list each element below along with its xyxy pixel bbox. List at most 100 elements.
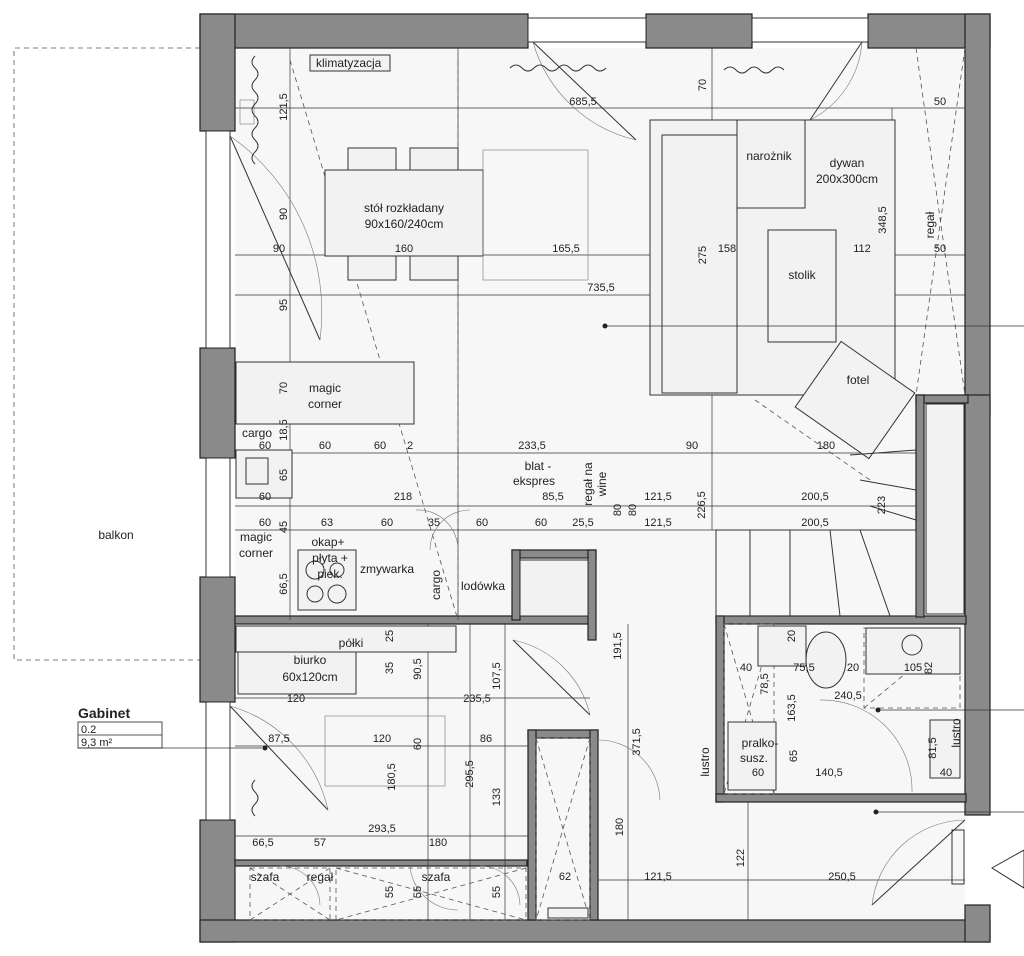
dim: 121,5 bbox=[644, 517, 672, 529]
dim: 20 bbox=[847, 662, 859, 674]
dim: 90 bbox=[686, 440, 698, 452]
room-tag-number: 0.2 bbox=[81, 724, 96, 736]
dim: 60 bbox=[412, 738, 424, 750]
dim: 55 bbox=[412, 886, 424, 898]
dim: 75,5 bbox=[793, 662, 814, 674]
staircase bbox=[715, 399, 917, 617]
label-szafa-mid: szafa bbox=[422, 870, 451, 884]
dim: 191,5 bbox=[612, 632, 624, 660]
dim: 348,5 bbox=[877, 206, 889, 234]
dim: 371,5 bbox=[631, 728, 643, 756]
dim: 60 bbox=[476, 517, 488, 529]
leader-dot-hall bbox=[873, 809, 879, 815]
dim: 120 bbox=[373, 733, 391, 745]
dim: 2 bbox=[407, 440, 413, 452]
label-dywan-1: dywan bbox=[830, 156, 865, 170]
dim: 90,5 bbox=[412, 658, 424, 679]
dim: 57 bbox=[314, 837, 326, 849]
dim: 70 bbox=[278, 382, 290, 394]
dim: 112 bbox=[853, 243, 871, 255]
label-regal-bottom: regał bbox=[307, 870, 334, 884]
dim: 35 bbox=[428, 517, 440, 529]
dim: 81,5 bbox=[927, 737, 939, 758]
dim: 80 bbox=[627, 504, 639, 516]
interior-walls bbox=[234, 394, 969, 921]
dim: 140,5 bbox=[815, 767, 843, 779]
dim: 233,5 bbox=[518, 440, 546, 452]
dim: 60 bbox=[259, 440, 271, 452]
dim: 180,5 bbox=[386, 763, 398, 791]
dim: 235,5 bbox=[463, 693, 491, 705]
dim: 60 bbox=[535, 517, 547, 529]
dim: 121,5 bbox=[644, 491, 672, 503]
dim: 165,5 bbox=[552, 243, 580, 255]
dim: 226,5 bbox=[696, 491, 708, 519]
label-biurko-1: biurko bbox=[294, 653, 327, 667]
dim: 20 bbox=[786, 630, 798, 642]
dim: 86 bbox=[480, 733, 492, 745]
exterior-walls bbox=[199, 13, 991, 943]
label-klimatyzacja: klimatyzacja bbox=[316, 56, 382, 70]
dim: 65 bbox=[788, 750, 800, 762]
dim: 685,5 bbox=[569, 96, 597, 108]
dim: 55 bbox=[491, 886, 503, 898]
dim: 80 bbox=[612, 504, 624, 516]
dim: 50 bbox=[934, 243, 946, 255]
dim: 180 bbox=[817, 440, 835, 452]
dim: 63 bbox=[321, 517, 333, 529]
windows bbox=[205, 17, 869, 821]
label-regal-wine-2: wine bbox=[595, 471, 609, 497]
dim: 25 bbox=[384, 630, 396, 642]
dim: 65 bbox=[278, 469, 290, 481]
label-regal-vertical: regał bbox=[923, 211, 937, 238]
dim: 133 bbox=[491, 788, 503, 806]
dim: 60 bbox=[259, 491, 271, 503]
dim: 223 bbox=[876, 496, 888, 514]
dim: 85,5 bbox=[542, 491, 563, 503]
dim: 735,5 bbox=[587, 282, 615, 294]
dim: 35 bbox=[384, 662, 396, 674]
label-lustro-left: lustro bbox=[698, 747, 712, 777]
dim: 66,5 bbox=[252, 837, 273, 849]
dim: 62 bbox=[559, 871, 571, 883]
label-lustro-right: lustro bbox=[949, 718, 963, 748]
room-tag-name: Gabinet bbox=[78, 705, 130, 721]
leader-dot-bath bbox=[875, 707, 881, 713]
label-szafa-left: szafa bbox=[251, 870, 280, 884]
dim: 87,5 bbox=[268, 733, 289, 745]
dim: 200,5 bbox=[801, 491, 829, 503]
dim: 200,5 bbox=[801, 517, 829, 529]
room-tag-dot bbox=[262, 745, 268, 751]
label-stolik: stolik bbox=[788, 268, 816, 282]
label-lodowka: lodówka bbox=[461, 579, 505, 593]
label-zmywarka: zmywarka bbox=[360, 562, 414, 576]
label-dywan-2: 200x300cm bbox=[816, 172, 878, 186]
label-table-2: 90x160/240cm bbox=[365, 217, 444, 231]
dim: 218 bbox=[394, 491, 412, 503]
labels: klimatyzacja stół rozkładany 90x160/240c… bbox=[98, 56, 963, 884]
dim: 18,5 bbox=[278, 419, 290, 440]
dim: 50 bbox=[934, 96, 946, 108]
door-swings bbox=[229, 41, 966, 911]
balcony-outline bbox=[13, 47, 200, 661]
dim: 60 bbox=[381, 517, 393, 529]
dim: 158 bbox=[718, 243, 736, 255]
dim: 55 bbox=[384, 886, 396, 898]
dim: 275 bbox=[697, 246, 709, 264]
dim: 163,5 bbox=[786, 694, 798, 722]
dim: 250,5 bbox=[828, 871, 856, 883]
dim: 25,5 bbox=[572, 517, 593, 529]
dim: 295,5 bbox=[464, 760, 476, 788]
dim: 122 bbox=[735, 849, 747, 867]
furniture bbox=[235, 54, 1024, 919]
dim: 40 bbox=[740, 662, 752, 674]
dimensions: 685,5 50 70 121,5 90 90 160 165,5 275 15… bbox=[252, 79, 952, 898]
dim: 90 bbox=[273, 243, 285, 255]
dim: 121,5 bbox=[278, 93, 290, 121]
dim: 90 bbox=[278, 208, 290, 220]
dim: 70 bbox=[697, 79, 709, 91]
dim: 180 bbox=[614, 818, 626, 836]
dim: 293,5 bbox=[368, 823, 396, 835]
label-table-1: stół rozkładany bbox=[364, 201, 444, 215]
